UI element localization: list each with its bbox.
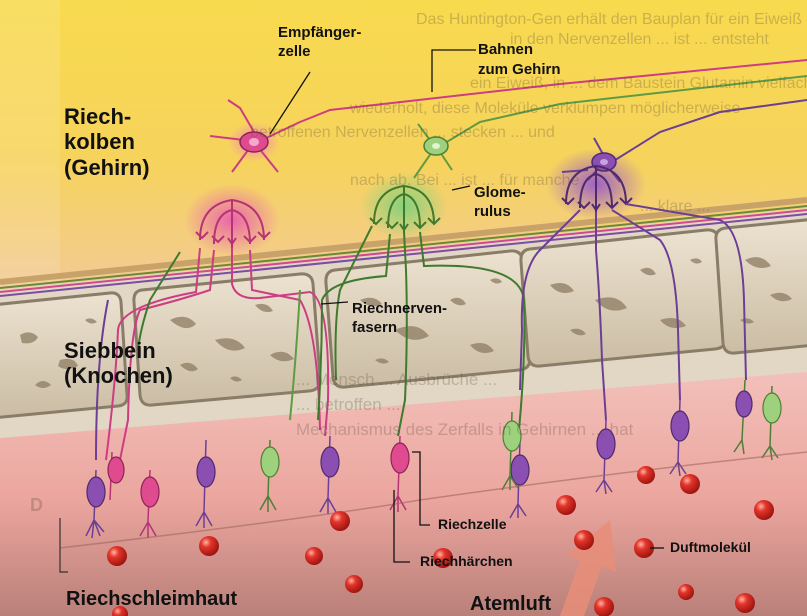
label-odor-molecule: Duftmolekül: [670, 540, 751, 556]
label-ethmoid-bone: Siebbein (Knochen): [64, 338, 173, 389]
label-glomerulus: Glome- rulus: [474, 184, 526, 222]
background-text-line: Mechanismus des Zerfalls in Gehirnen ...…: [296, 420, 633, 440]
background-text-line: ... betroffen ...: [296, 395, 401, 415]
background-text-line: Das Huntington-Gen erhält den Bauplan fü…: [416, 8, 802, 31]
background-text-line: ... Mensch ... Ausbrüche ...: [296, 370, 497, 390]
label-olfactory-cell: Riechzelle: [438, 517, 506, 533]
label-mucosa: Riechschleimhaut: [66, 588, 237, 610]
background-text-line: wiederholt, diese Moleküle verklumpen mö…: [350, 100, 740, 118]
label-pathways-to-brain: Bahnen zum Gehirn: [478, 40, 561, 79]
background-margin-letter: D: [30, 495, 43, 516]
label-nerve-fibers: Riechnerven- fasern: [352, 300, 447, 338]
label-olfactory-bulb: Riech- kolben (Gehirn): [64, 104, 150, 180]
background-text-line: nach ab. Bei ... ist ... für manche: [350, 172, 579, 190]
label-receptor-cell: Empfänger- zelle: [278, 24, 361, 62]
background-text-line: betroffenen Nervenzellen ... stecken ...…: [250, 124, 555, 142]
background-text-line: ... klare ...: [640, 198, 710, 216]
label-olfactory-hairs: Riechhärchen: [420, 554, 513, 570]
label-breath-air: Atemluft: [470, 593, 551, 615]
